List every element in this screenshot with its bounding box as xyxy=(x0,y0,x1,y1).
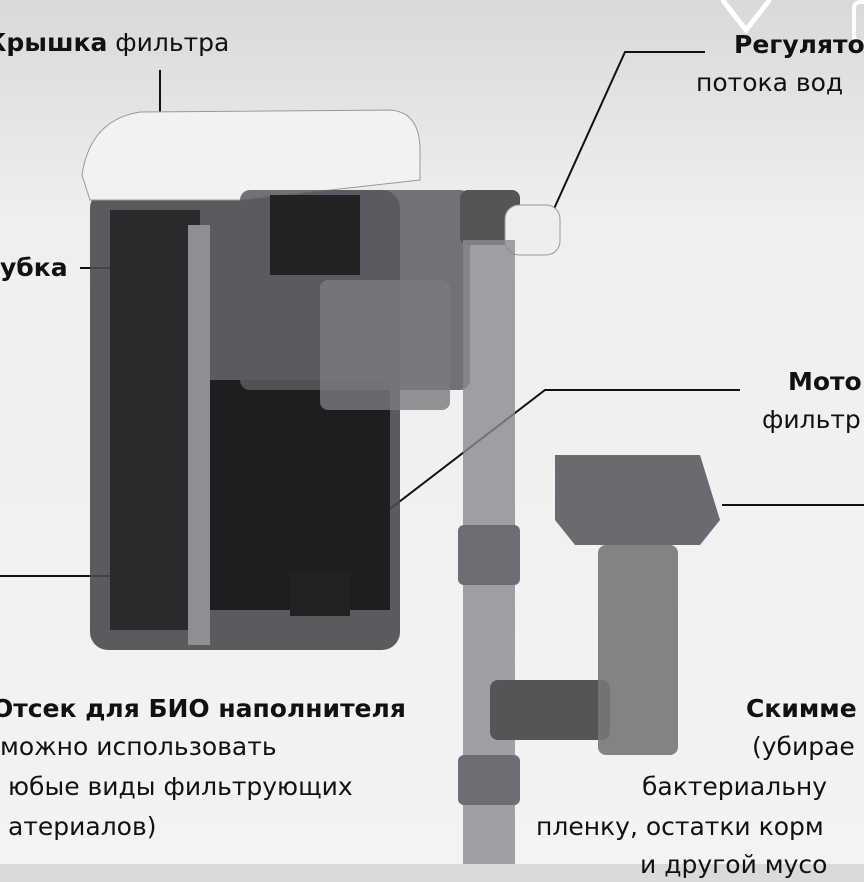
bio-label-line3: юбые виды фильтрующих xyxy=(8,772,353,801)
motor-label-desc: фильтр xyxy=(762,405,861,434)
skimmer-label-line4: пленку, остатки корм xyxy=(536,812,824,841)
skimmer-label-title: Скимме xyxy=(746,694,857,723)
sponge-label: убка xyxy=(0,253,68,282)
motor-label-title: Мото xyxy=(788,367,862,396)
bio-label-line2: можно использовать xyxy=(0,732,277,761)
skimmer-label-line5: и другой мусо xyxy=(640,850,828,879)
bio-label-line4: атериалов) xyxy=(8,812,157,841)
regulator-label-title: Регулятор xyxy=(734,30,864,59)
bio-label-title: Отсек для БИО наполнителя xyxy=(0,694,406,723)
skimmer-label-line2: (убирае xyxy=(752,732,855,761)
regulator-label-desc: потока вод xyxy=(696,68,844,97)
skimmer-label-line3: бактериальну xyxy=(642,772,828,801)
filter-product-image xyxy=(0,51,864,864)
overlay-button[interactable] xyxy=(852,0,864,44)
lid-label: Крышка фильтра xyxy=(0,28,230,57)
